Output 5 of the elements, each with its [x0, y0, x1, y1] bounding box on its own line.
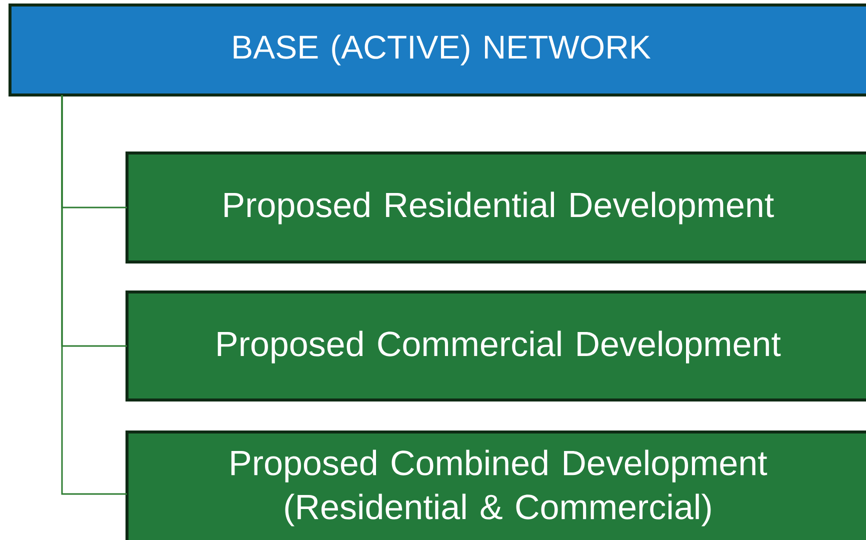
development-box: Proposed Commercial Development	[126, 290, 866, 402]
connector-line	[61, 95, 127, 495]
header-box: BASE (ACTIVE) NETWORK	[8, 4, 866, 96]
development-box: Proposed Combined Development (Residential & Commercial)	[126, 430, 866, 540]
development-box: Proposed Residential Development	[126, 152, 866, 264]
